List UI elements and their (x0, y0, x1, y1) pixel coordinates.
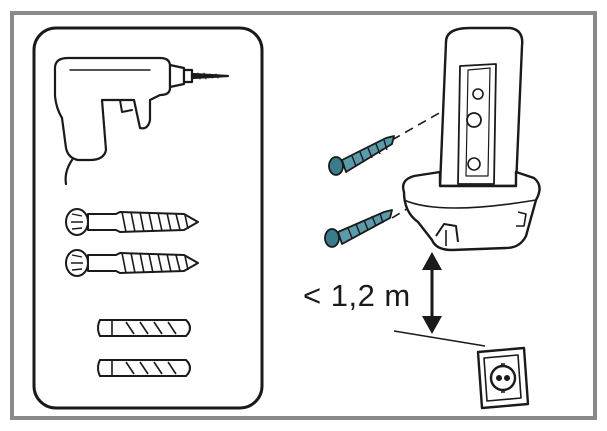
wood-screw-icon (66, 250, 198, 276)
wall-plug-icon (98, 360, 190, 376)
distance-label: < 1,2 m (303, 278, 411, 314)
wall-plug-icon (98, 320, 190, 336)
wall-socket-icon (478, 348, 528, 408)
wood-screw-icon (66, 209, 198, 235)
